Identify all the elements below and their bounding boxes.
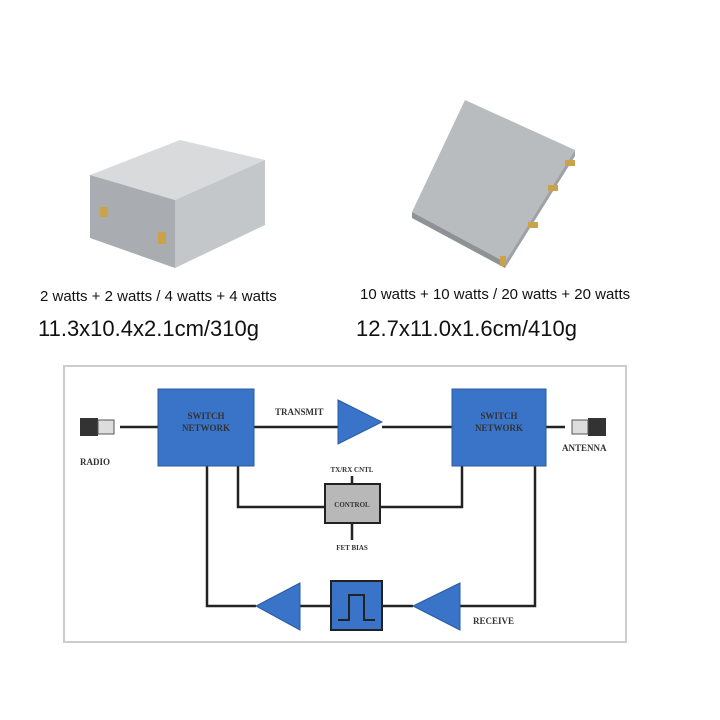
- switch-left-label-1: SWITCH: [187, 411, 224, 421]
- product-2-dimensions: 12.7x11.0x1.6cm/410g: [356, 316, 577, 341]
- txrx-cntl-label: TX/RX CNTL: [331, 466, 374, 474]
- product-image-large-amplifier: [412, 100, 575, 268]
- filter-block: [330, 580, 383, 631]
- switch-network-left: [157, 388, 255, 467]
- transmit-label: TRANSMIT: [275, 407, 324, 417]
- product-image-small-amplifier: [90, 140, 265, 268]
- signal-lines: [120, 425, 565, 608]
- bandpass-filter-icon: [338, 594, 375, 621]
- receive-label: RECEIVE: [473, 616, 514, 626]
- switch-left-label-2: NETWORK: [182, 423, 230, 433]
- antenna-label: ANTENNA: [562, 443, 607, 453]
- product-1-dimensions: 11.3x10.4x2.1cm/310g: [38, 316, 259, 341]
- control-block: [324, 483, 381, 524]
- product-2-power: 10 watts + 10 watts / 20 watts + 20 watt…: [360, 286, 631, 303]
- switch-right-label-1: SWITCH: [480, 411, 517, 421]
- receive-amplifier-right-icon: [411, 582, 461, 631]
- radio-connector-icon: [80, 418, 115, 436]
- product-1-power: 2 watts + 2 watts / 4 watts + 4 watts: [40, 288, 277, 305]
- fet-bias-label: FET BIAS: [336, 544, 368, 552]
- radio-label: RADIO: [80, 457, 110, 467]
- control-label: CONTROL: [334, 501, 370, 509]
- switch-network-right: [451, 388, 547, 467]
- receive-amplifier-left-icon: [254, 582, 301, 631]
- transmit-amplifier-icon: [337, 399, 384, 445]
- antenna-connector-icon: [571, 418, 606, 436]
- switch-right-label-2: NETWORK: [475, 423, 523, 433]
